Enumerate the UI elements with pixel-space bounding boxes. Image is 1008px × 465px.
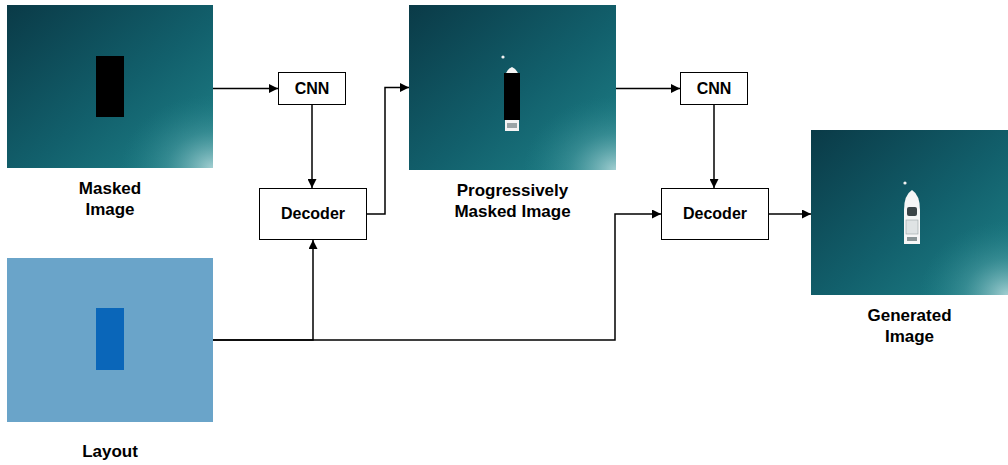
image-caption: Progressively Masked Image [430, 180, 595, 223]
flow-arrow [213, 88, 278, 90]
flow-arrow [769, 213, 811, 215]
flow-arrow [616, 88, 680, 90]
progressive-image [409, 5, 616, 170]
image-caption: Layout [54, 441, 166, 462]
layout-object [96, 308, 124, 370]
progressive-image-node: Progressively Masked Image [409, 5, 616, 170]
generated-image [811, 130, 1008, 295]
boat-deck [906, 220, 918, 234]
image-caption: Generated Image [854, 305, 966, 348]
buoy-dot [903, 181, 906, 184]
boat-windshield [907, 207, 917, 216]
mask-region [504, 73, 520, 120]
layout-node: Layout [7, 258, 213, 422]
sea-photo [811, 130, 1008, 295]
cnn-box: CNN [278, 72, 346, 105]
block-label: CNN [295, 79, 330, 98]
mask-region [96, 56, 124, 117]
flow-arrow [213, 240, 313, 340]
boat-shape [505, 67, 519, 131]
flow-arrow [367, 88, 409, 215]
buoy-dot [501, 55, 504, 58]
sea-photo [409, 5, 616, 170]
masked-image [7, 5, 213, 168]
sea-foam [409, 5, 616, 170]
boat-detail [507, 123, 517, 128]
sea-foam [7, 5, 213, 168]
decoder-box: Decoder [259, 188, 367, 240]
flow-arrow [713, 105, 715, 188]
block-label: Decoder [281, 204, 345, 223]
flow-arrow [311, 105, 313, 188]
boat-hull [904, 190, 920, 244]
layout-map [7, 258, 213, 422]
image-caption: Masked Image [54, 178, 166, 221]
block-label: CNN [697, 79, 732, 98]
decoder-box: Decoder [661, 188, 769, 240]
masked-image-node: Masked Image [7, 5, 213, 168]
block-label: Decoder [683, 204, 747, 223]
layout-background [7, 258, 213, 422]
generated-image-node: Generated Image [811, 130, 1008, 295]
sea-photo [7, 5, 213, 168]
cnn-box: CNN [680, 72, 748, 105]
boat-stern [907, 237, 917, 241]
connectors [213, 88, 811, 341]
sea-foam [811, 130, 1008, 295]
